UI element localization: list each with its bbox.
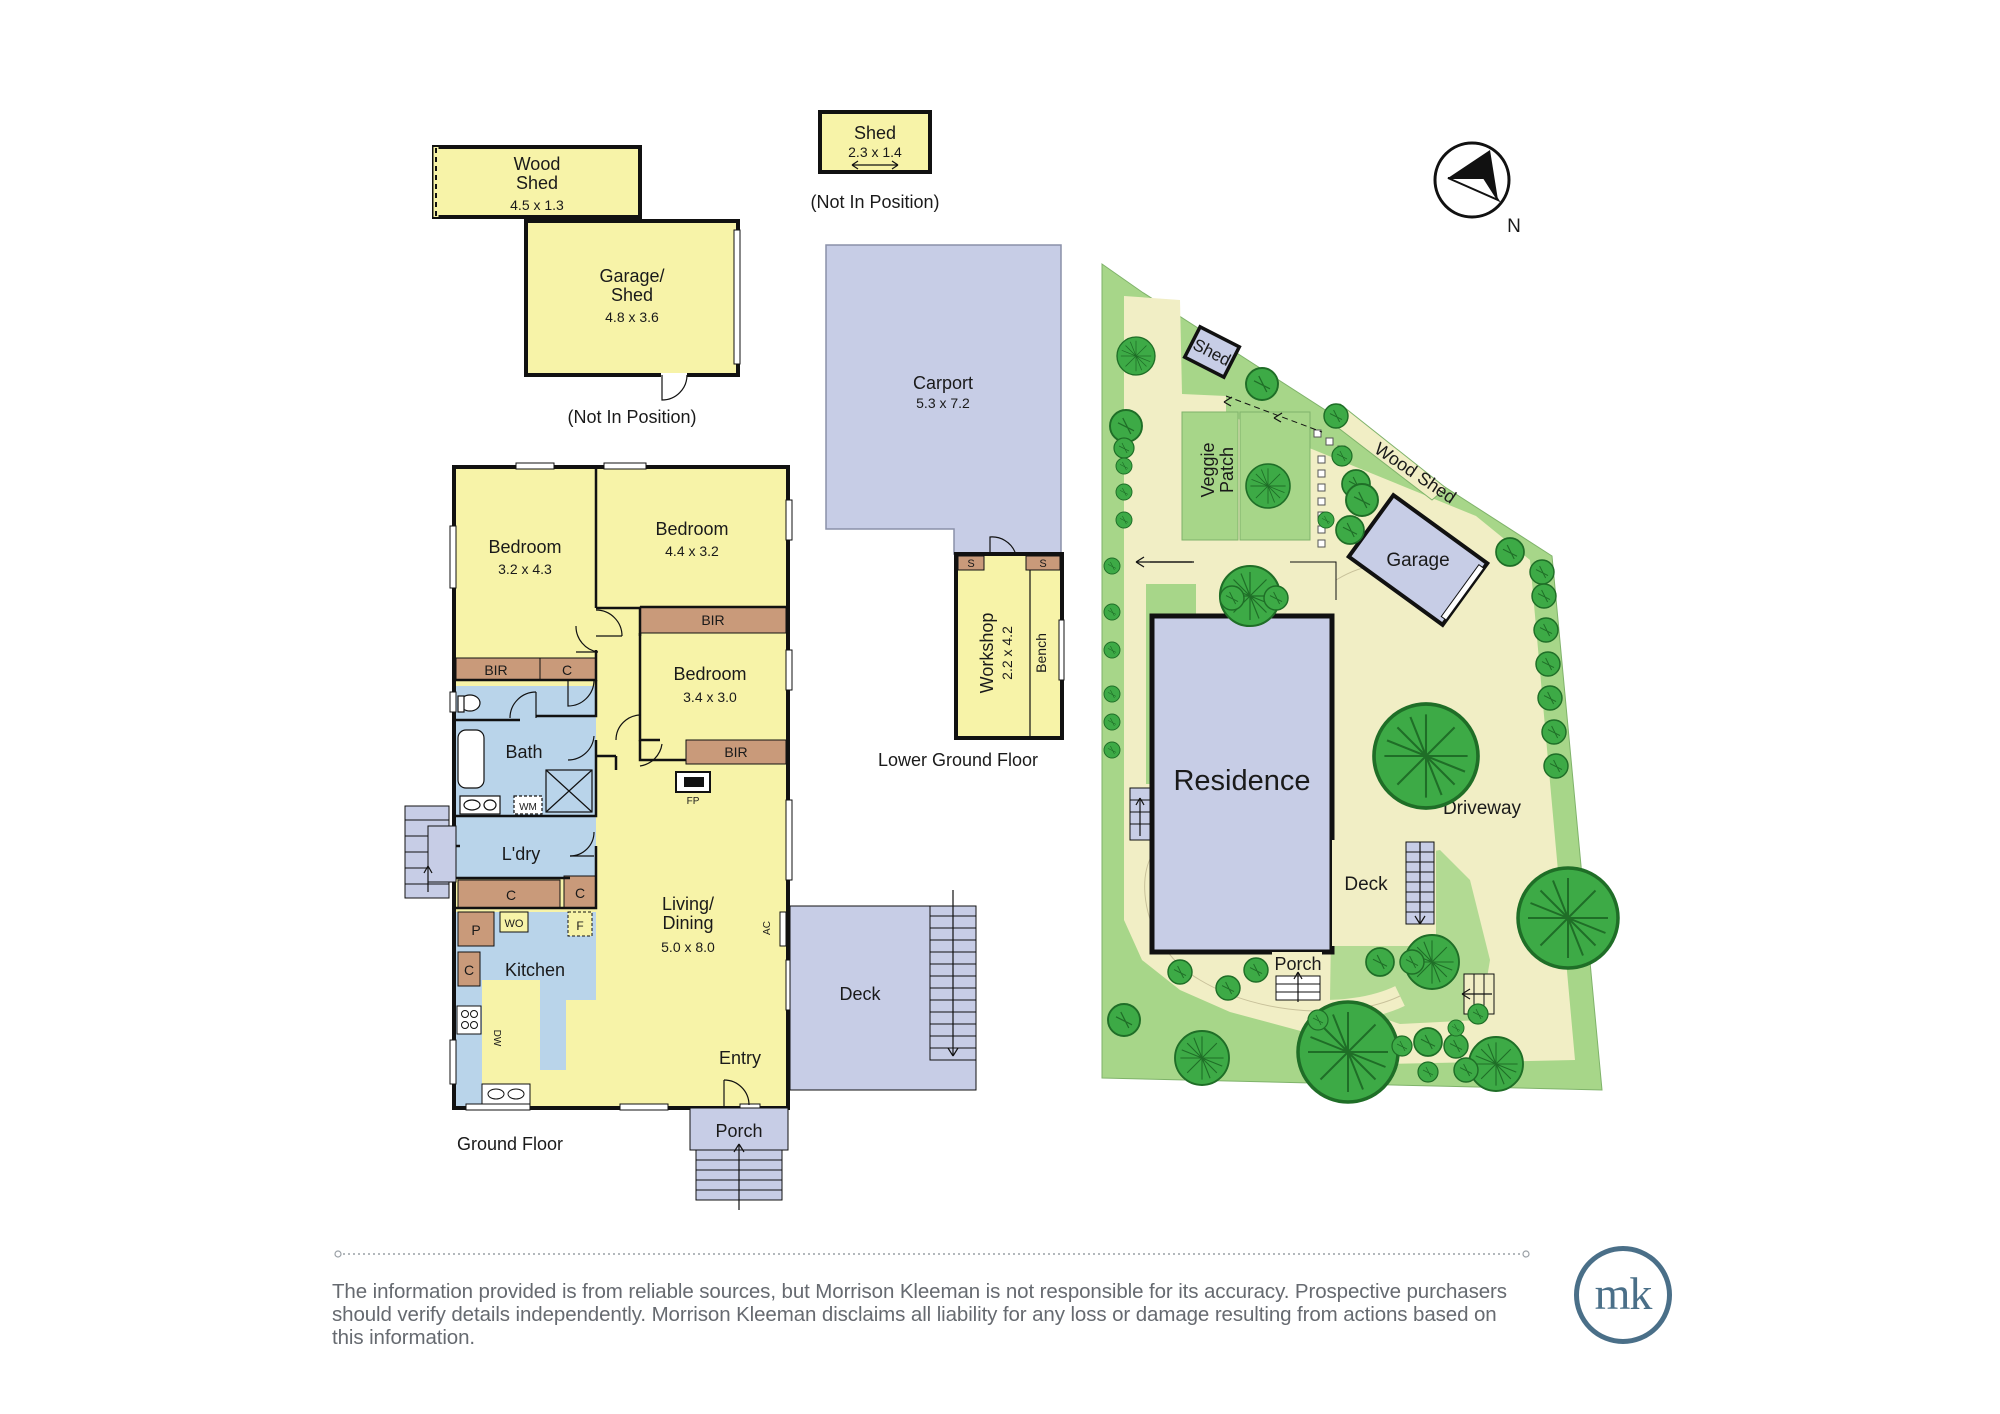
bedroom-2-dims: 4.4 x 3.2 — [665, 543, 719, 559]
bedroom-3-label: Bedroom — [673, 664, 746, 684]
disclaimer-text: The information provided is from reliabl… — [332, 1280, 1507, 1349]
wall-oven-label: WO — [505, 918, 524, 930]
living-dining-dims: 5.0 x 8.0 — [661, 939, 715, 955]
bir-label: BIR — [724, 744, 747, 760]
residence-label: Residence — [1173, 765, 1310, 797]
fridge-label: F — [576, 919, 583, 933]
site-deck-label: Deck — [1344, 874, 1388, 895]
ground-floor-plan: BIR C BIR BIR C C P C WO F — [431, 462, 793, 1111]
logo-text: mk — [1594, 1267, 1653, 1319]
veggie-patch-label: VeggiePatch — [1198, 442, 1237, 497]
site-plan: Shed Garage Wood Shed VeggiePatch Reside… — [1101, 263, 1620, 1104]
shed-not-in-position-note: (Not In Position) — [810, 192, 939, 212]
carport-label: Carport — [913, 373, 973, 393]
cupboard-label: C — [562, 662, 572, 678]
garage-shed-dims: 4.8 x 3.6 — [605, 309, 659, 325]
deck-label: Deck — [839, 984, 881, 1004]
laundry-label: L'dry — [502, 844, 540, 864]
garage-shed-label: Garage/Shed — [599, 266, 664, 305]
bedroom-3-dims: 3.4 x 3.0 — [683, 689, 737, 705]
bedroom-1-label: Bedroom — [488, 537, 561, 557]
bench-label: Bench — [1033, 633, 1049, 673]
bedroom-1-dims: 3.2 x 4.3 — [498, 561, 552, 577]
site-porch-label: Porch — [1274, 954, 1321, 974]
shelf-label: S — [967, 558, 974, 570]
bir-label: BIR — [701, 612, 724, 628]
garage-shed: Garage/Shed 4.8 x 3.6 — [524, 219, 741, 401]
workshop-label: Workshop — [977, 613, 997, 694]
north-label: N — [1507, 216, 1521, 237]
porch-label: Porch — [715, 1121, 762, 1141]
footer-divider — [334, 1250, 1530, 1258]
kitchen-label: Kitchen — [505, 960, 565, 980]
side-landing — [404, 805, 457, 899]
cupboard-label: C — [575, 885, 585, 901]
bath-label: Bath — [505, 742, 542, 762]
ground-floor-caption: Ground Floor — [457, 1134, 563, 1154]
shed-dims: 2.3 x 1.4 — [848, 144, 902, 160]
air-conditioner-label: AC — [762, 921, 773, 935]
deck: Deck — [789, 890, 977, 1091]
mk-logo: mk — [1574, 1246, 1672, 1344]
shed-label: Shed — [854, 123, 896, 143]
pantry-label: P — [471, 922, 480, 938]
lower-ground-floor-caption: Lower Ground Floor — [878, 750, 1038, 770]
shed-small: Shed 2.3 x 1.4 — [818, 110, 932, 174]
bir-label: BIR — [484, 662, 507, 678]
carport-dims: 5.3 x 7.2 — [916, 395, 970, 411]
wood-shed-dims: 4.5 x 1.3 — [510, 197, 564, 213]
shelf-label: S — [1039, 558, 1046, 570]
living-dining-label: Living/Dining — [662, 894, 714, 933]
entry-label: Entry — [719, 1048, 761, 1068]
workshop: S S Workshop 2.2 x 4.2 Bench — [954, 536, 1065, 740]
carport: Carport 5.3 x 7.2 — [825, 244, 1062, 555]
driveway-label: Driveway — [1443, 798, 1522, 819]
site-garage-label: Garage — [1386, 550, 1449, 571]
porch: Porch — [689, 1107, 789, 1210]
cupboard-label: C — [506, 887, 516, 903]
cupboard-label: C — [464, 962, 474, 978]
not-in-position-note: (Not In Position) — [567, 407, 696, 427]
fireplace-label: FP — [687, 796, 700, 807]
washing-machine-label: WM — [519, 802, 537, 813]
north-arrow: N — [1433, 141, 1521, 237]
bedroom-2-label: Bedroom — [655, 519, 728, 539]
dishwasher-label: DW — [491, 1030, 502, 1047]
workshop-dims: 2.2 x 4.2 — [999, 626, 1015, 680]
